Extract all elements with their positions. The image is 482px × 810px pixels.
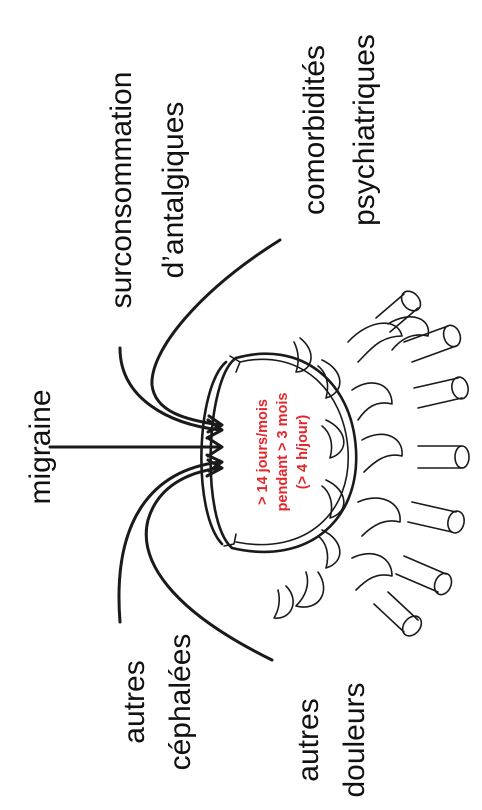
migraine-label: migraine	[24, 389, 57, 504]
arrow-autres-douleurs	[146, 468, 272, 660]
autres-cephalees-label-line1: autres	[118, 660, 151, 743]
surconsommation-label-line2: d’antalgiques	[157, 102, 190, 279]
autres-douleurs-label-line2: douleurs	[338, 682, 371, 797]
autres-cephalees-label-line2: céphalées	[164, 634, 197, 771]
label-surconsommation: surconsommation d’antalgiques	[105, 72, 190, 309]
criteria-duration: pendant > 3 mois	[275, 393, 291, 512]
label-migraine: migraine	[24, 389, 57, 504]
comorbidites-label-line1: comorbidités	[298, 45, 331, 215]
criteria-days: > 14 jours/mois	[255, 399, 271, 505]
comorbidites-label-line2: psychiatriques	[348, 34, 381, 226]
arrows	[50, 240, 280, 660]
label-autres-douleurs: autres douleurs	[292, 682, 371, 797]
autres-douleurs-label-line1: autres	[292, 698, 325, 781]
log-icon	[374, 287, 470, 639]
surconsommation-label-line1: surconsommation	[105, 72, 138, 309]
criteria-block: > 14 jours/mois pendant > 3 mois (> 4 h/…	[255, 393, 311, 512]
label-autres-cephalees: autres céphalées	[118, 634, 197, 771]
label-comorbidites: comorbidités psychiatriques	[298, 34, 381, 226]
criteria-hours: (> 4 h/jour)	[295, 415, 311, 490]
